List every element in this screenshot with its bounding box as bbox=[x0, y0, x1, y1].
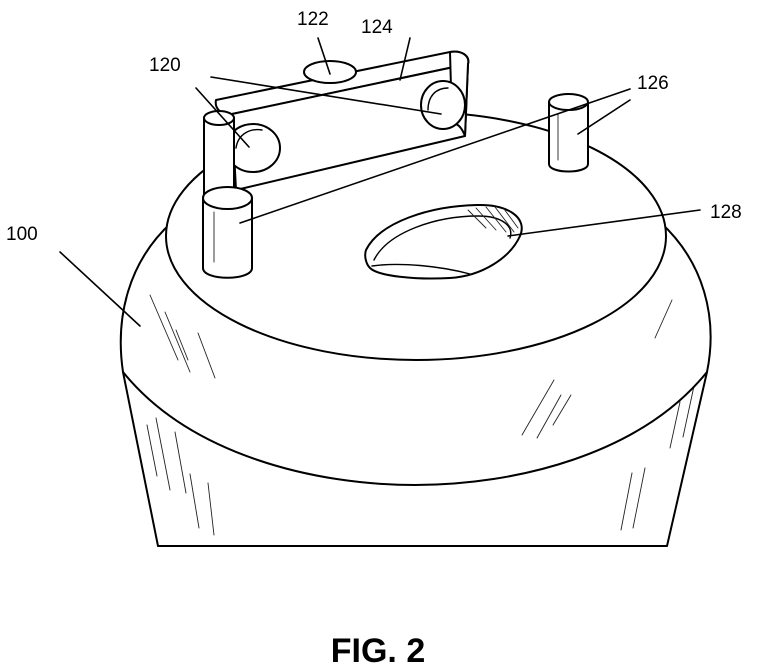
label-128: 128 bbox=[710, 202, 742, 223]
pin-back-right bbox=[548, 93, 589, 173]
leader-126-b bbox=[577, 99, 631, 135]
figure-caption: FIG. 2 bbox=[331, 632, 425, 670]
leader-100 bbox=[59, 251, 141, 327]
label-126: 126 bbox=[637, 73, 669, 94]
leader-124-span bbox=[210, 76, 442, 115]
leader-128 bbox=[507, 209, 701, 237]
center-opening bbox=[364, 203, 523, 280]
label-122: 122 bbox=[297, 9, 329, 30]
leader-120 bbox=[195, 87, 250, 148]
label-100: 100 bbox=[6, 224, 38, 245]
leader-126-a bbox=[239, 88, 631, 224]
leader-124 bbox=[399, 37, 411, 81]
leader-lines bbox=[59, 37, 701, 327]
bracket-hole-right bbox=[420, 80, 466, 130]
reference-labels: 100 120 122 124 126 128 bbox=[6, 9, 742, 245]
leader-122 bbox=[317, 37, 331, 75]
pin-front-left bbox=[202, 186, 253, 279]
label-124: 124 bbox=[361, 17, 393, 38]
label-120: 120 bbox=[149, 55, 181, 76]
